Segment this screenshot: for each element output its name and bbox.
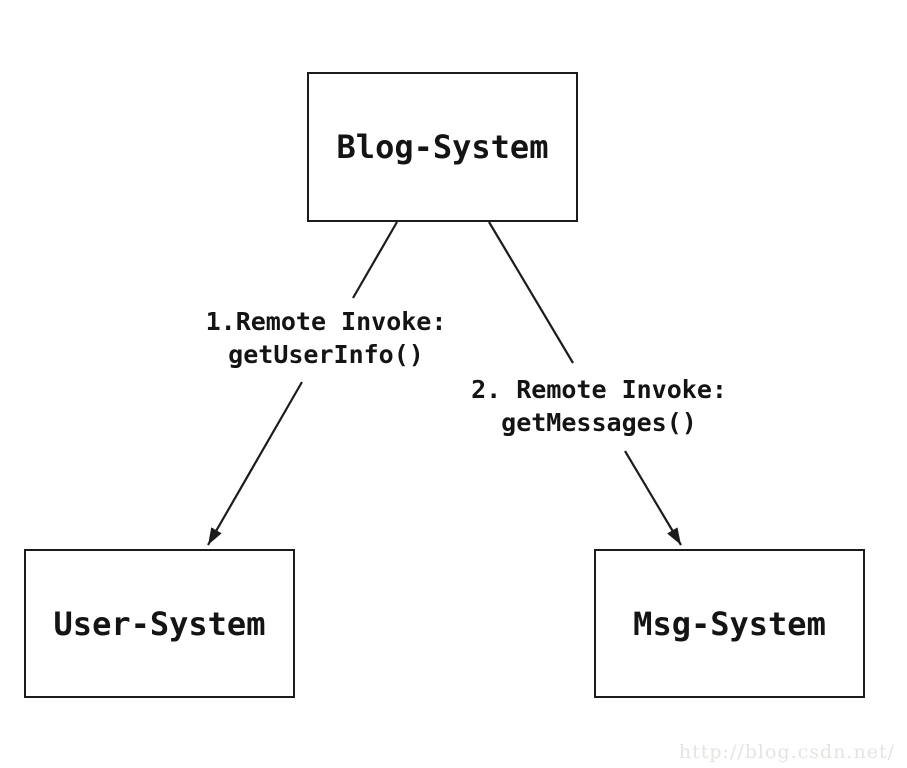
edge-label-blog-to-user-line1: 1.Remote Invoke:	[205, 307, 447, 336]
edge-label-blog-to-msg-line2: getMessages()	[501, 408, 697, 437]
edge-label-blog-to-msg-line1: 2. Remote Invoke:	[471, 375, 727, 404]
watermark: http://blog.csdn.net/	[678, 741, 895, 763]
edge-label-blog-to-msg: 2. Remote Invoke: getMessages()	[471, 373, 727, 439]
edge-label-blog-to-user: 1.Remote Invoke: getUserInfo()	[206, 305, 447, 371]
edge-blog-to-msg-upper-segment	[488, 221, 574, 364]
node-blog-system: Blog-System	[307, 72, 578, 222]
node-msg-system: Msg-System	[594, 549, 865, 698]
edge-blog-to-user-upper-segment	[352, 221, 398, 299]
edge-blog-to-user-lower-segment	[207, 381, 303, 546]
node-blog-system-label: Blog-System	[336, 128, 549, 166]
edge-blog-to-msg-lower-segment	[624, 450, 682, 546]
edge-label-blog-to-user-line2: getUserInfo()	[228, 340, 424, 369]
node-user-system: User-System	[24, 549, 295, 698]
node-msg-system-label: Msg-System	[633, 604, 826, 643]
node-user-system-label: User-System	[53, 604, 266, 643]
